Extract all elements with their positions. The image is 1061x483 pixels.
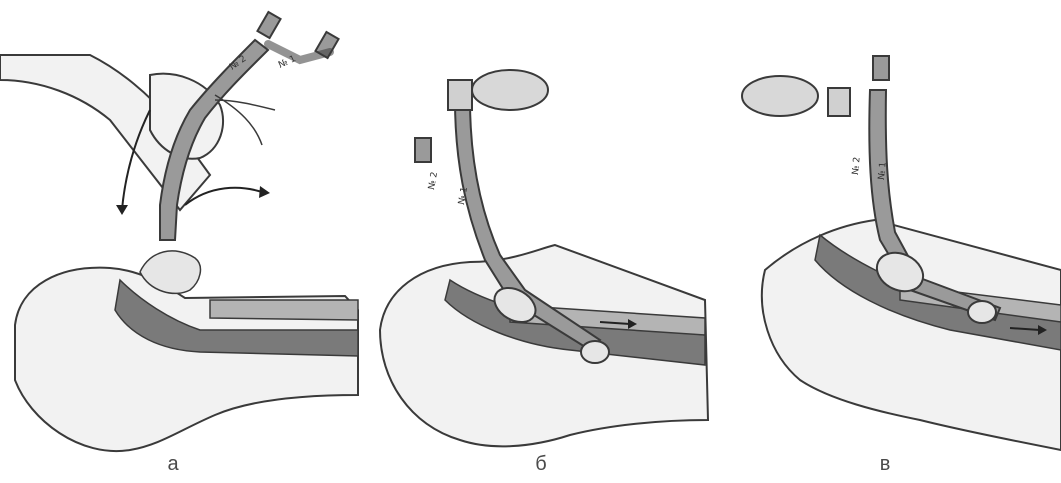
trachea — [210, 300, 358, 320]
tube-label-1: № 1 — [877, 162, 889, 181]
panel-b-illustration: № 2 № 1 — [360, 0, 710, 483]
tube-label-2: № 2 — [427, 171, 440, 190]
bronchial-cuff — [968, 301, 996, 323]
panel-a-illustration: № 2 № 1 — [0, 0, 360, 483]
elbow-connector — [828, 88, 850, 116]
panel-label-a: а — [158, 452, 188, 476]
panel-c-final: № 2 № 1 в — [710, 0, 1061, 483]
ventilation-bag — [472, 70, 548, 110]
panel-label-b: б — [526, 452, 556, 476]
tube-label-1: № 1 — [277, 54, 297, 71]
connector — [873, 56, 889, 80]
panel-b-positioning: № 2 № 1 б — [360, 0, 710, 483]
elbow-connector — [448, 80, 472, 110]
head-silhouette — [15, 268, 358, 451]
panel-c-illustration: № 2 № 1 — [710, 0, 1061, 483]
panel-a-insertion: № 2 № 1 а — [0, 0, 360, 483]
tube-label-2: № 2 — [851, 157, 863, 176]
bronchial-cuff — [581, 341, 609, 363]
panel-label-c: в — [870, 452, 900, 476]
connector-1 — [257, 12, 280, 38]
connector — [415, 138, 431, 162]
ventilation-bag — [742, 76, 818, 116]
